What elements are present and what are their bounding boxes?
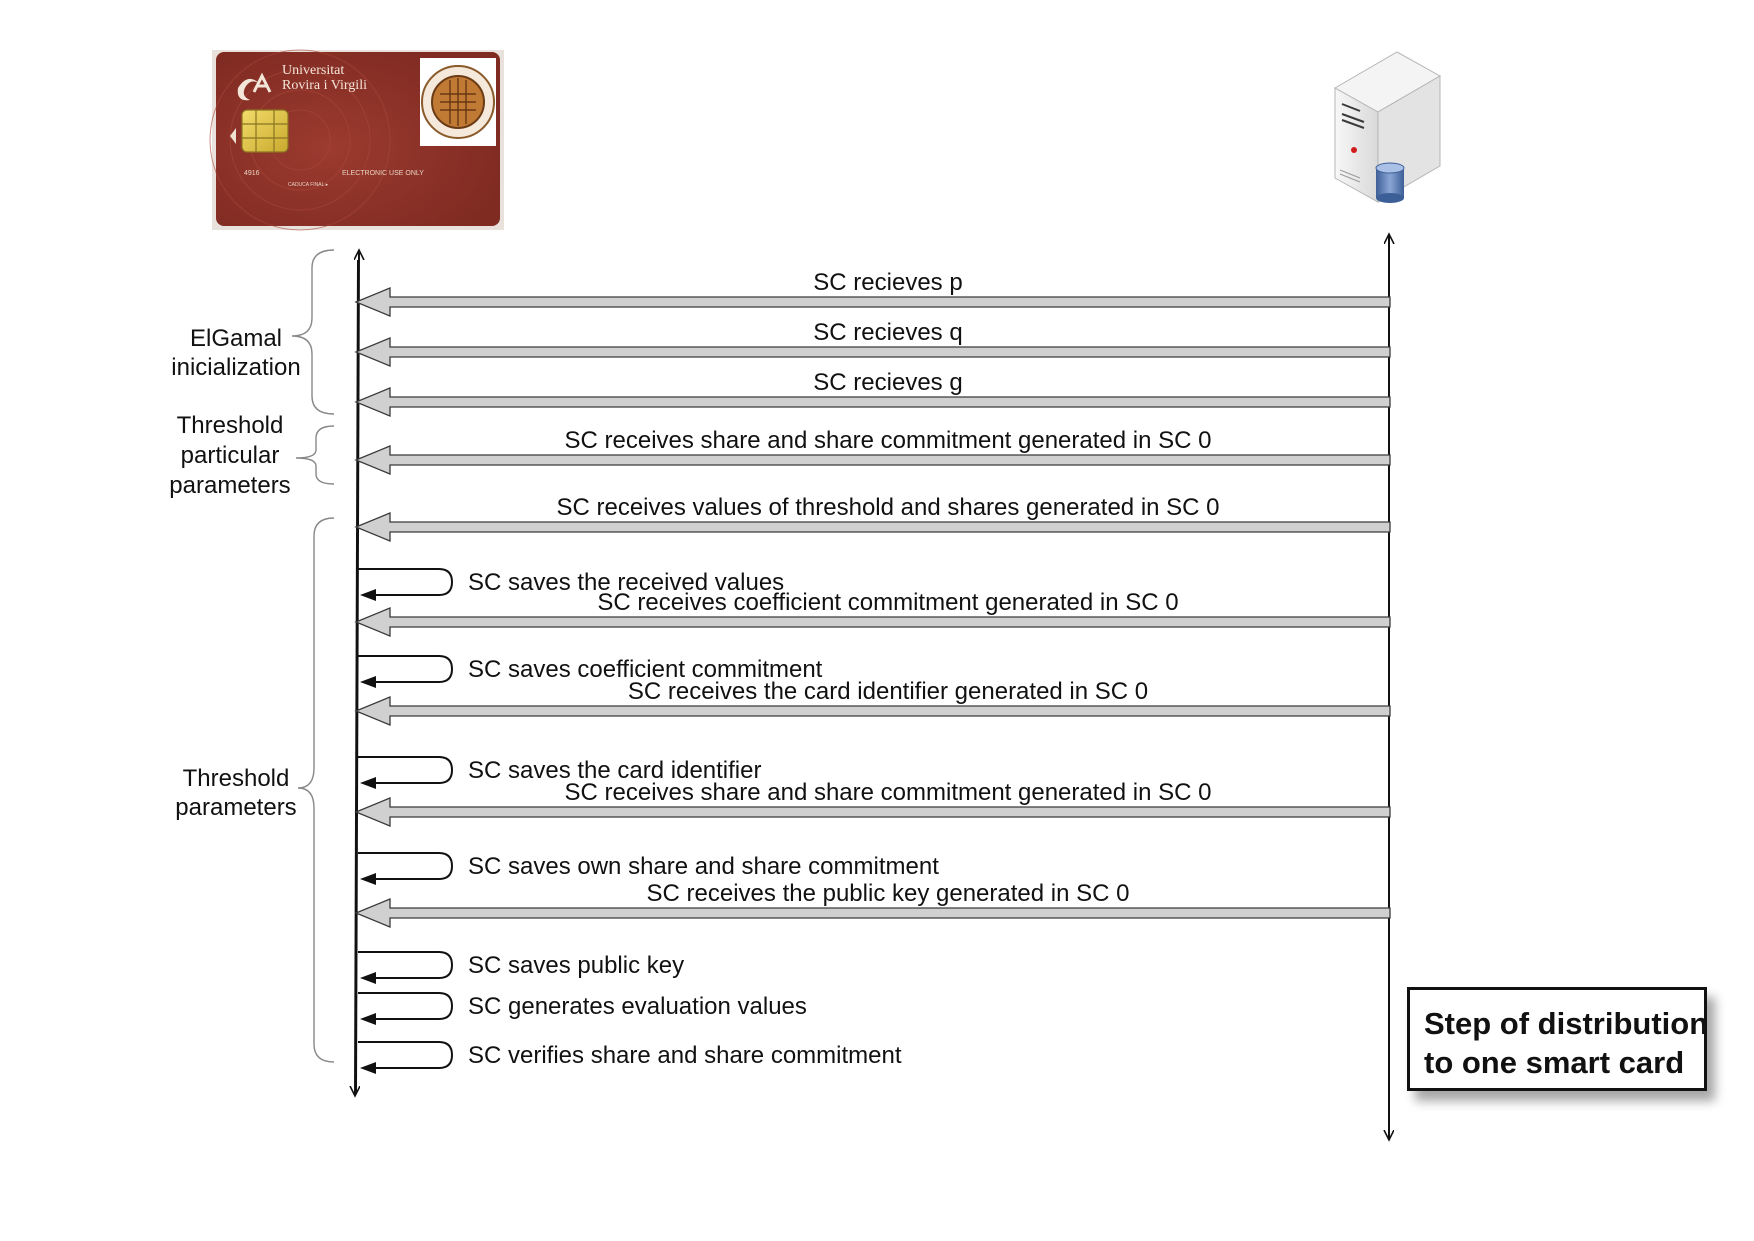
- received-message: SC recieves g: [354, 369, 1391, 417]
- group-label-line: parameters: [169, 472, 290, 499]
- received-message: SC receives share and share commitment g…: [354, 779, 1391, 827]
- group-label-line: Threshold: [177, 412, 284, 439]
- received-message: SC receives coefficient commitment gener…: [354, 589, 1391, 637]
- received-message: SC receives share and share commitment g…: [354, 427, 1391, 475]
- message-label: SC saves own share and share commitment: [468, 853, 939, 880]
- brace-elgamal: [291, 249, 335, 415]
- message-label: SC recieves g: [813, 369, 962, 396]
- university-seal-icon: [421, 65, 495, 139]
- message-label: SC recieves p: [813, 269, 962, 296]
- self-message-loop: [358, 1041, 454, 1069]
- self-message: SC saves coefficient commitment: [358, 655, 823, 688]
- message-label: SC receives the public key generated in …: [647, 880, 1130, 907]
- message-label: SC receives share and share commitment g…: [565, 427, 1212, 454]
- self-message: SC saves own share and share commitment: [358, 852, 939, 885]
- message-arrow: [354, 607, 1391, 637]
- self-message: SC saves the card identifier: [358, 756, 761, 789]
- message-arrow: [354, 696, 1391, 726]
- message-label: SC verifies share and share commitment: [468, 1042, 902, 1069]
- received-message: SC receives the card identifier generate…: [354, 678, 1391, 726]
- card-university-line2: Rovira i Virgili: [282, 78, 367, 93]
- message-label: SC saves the card identifier: [468, 757, 761, 784]
- message-label: SC receives coefficient commitment gener…: [597, 589, 1178, 616]
- self-message-loop: [358, 951, 454, 979]
- message-arrow: [354, 797, 1391, 827]
- self-message-arrowhead: [360, 1013, 376, 1025]
- message-label: SC receives values of threshold and shar…: [556, 494, 1219, 521]
- self-message: SC saves the received values: [358, 568, 784, 601]
- diagram-caption-box: Step of distribution to one smart card: [1407, 987, 1709, 1091]
- self-message: SC generates evaluation values: [358, 992, 807, 1025]
- card-usage-text: ELECTRONIC USE ONLY: [342, 170, 424, 177]
- caption-line-1: Step of distribution: [1424, 1006, 1709, 1041]
- card-expiry-text: CADUCA FINAL ▸: [288, 182, 329, 188]
- caption-line-2: to one smart card: [1424, 1045, 1685, 1080]
- card-number-text: 4916: [244, 170, 260, 177]
- group-label-line: particular: [181, 442, 280, 469]
- message-arrow: [354, 512, 1391, 542]
- self-message-arrowhead: [360, 873, 376, 885]
- group-elgamal-label: ElGamal inicialization: [171, 325, 300, 381]
- self-message: SC saves public key: [358, 951, 684, 984]
- message-arrow: [354, 387, 1391, 417]
- group-label-line: ElGamal: [190, 325, 282, 352]
- received-message: SC receives values of threshold and shar…: [354, 494, 1391, 542]
- message-label: SC saves the received values: [468, 569, 784, 596]
- message-label: SC receives share and share commitment g…: [565, 779, 1212, 806]
- group-label-line: inicialization: [171, 354, 300, 381]
- group-label-line: Threshold: [183, 765, 290, 792]
- self-message-loop: [358, 852, 454, 880]
- message-label: SC saves public key: [468, 952, 684, 979]
- self-message: SC verifies share and share commitment: [358, 1041, 902, 1074]
- message-arrow: [354, 898, 1391, 928]
- chip-icon: [241, 109, 289, 153]
- card-university-line1: Universitat: [282, 63, 344, 78]
- received-message: SC recieves p: [354, 269, 1391, 317]
- message-label: SC receives the card identifier generate…: [628, 678, 1148, 705]
- group-threshold-parameters-label: Threshold parameters: [175, 765, 296, 821]
- self-message-arrowhead: [360, 676, 376, 688]
- smart-card-lifeline-bottom: [355, 259, 358, 1096]
- message-list: SC recieves p SC recieves q SC recieves g S…: [354, 269, 1391, 1074]
- group-threshold-particular-label: Threshold particular parameters: [169, 412, 290, 499]
- self-message-loop: [358, 992, 454, 1020]
- database-cylinder-icon: [1375, 162, 1405, 203]
- group-label-line: parameters: [175, 794, 296, 821]
- received-message: SC recieves q: [354, 319, 1391, 367]
- smart-card-image: Universitat Rovira i Virgili 4916 ELECTR…: [209, 49, 504, 231]
- card-arrow-icon: [230, 128, 236, 144]
- message-label: SC saves coefficient commitment: [468, 656, 823, 683]
- self-message-arrowhead: [360, 1062, 376, 1074]
- message-arrow: [354, 337, 1391, 367]
- brace-threshold-particular: [295, 425, 335, 485]
- self-message-loop: [358, 568, 454, 596]
- received-message: SC receives the public key generated in …: [354, 880, 1391, 928]
- message-arrow: [354, 287, 1391, 317]
- self-message-loop: [358, 655, 454, 683]
- self-message-arrowhead: [360, 589, 376, 601]
- message-label: SC generates evaluation values: [468, 993, 807, 1020]
- self-message-arrowhead: [360, 972, 376, 984]
- server-database-icon: [1333, 51, 1442, 203]
- self-message-loop: [358, 756, 454, 784]
- message-label: SC recieves q: [813, 319, 962, 346]
- university-logo-icon: [237, 72, 272, 101]
- message-arrow: [354, 445, 1391, 475]
- brace-threshold-parameters: [297, 517, 335, 1063]
- self-message-arrowhead: [360, 777, 376, 789]
